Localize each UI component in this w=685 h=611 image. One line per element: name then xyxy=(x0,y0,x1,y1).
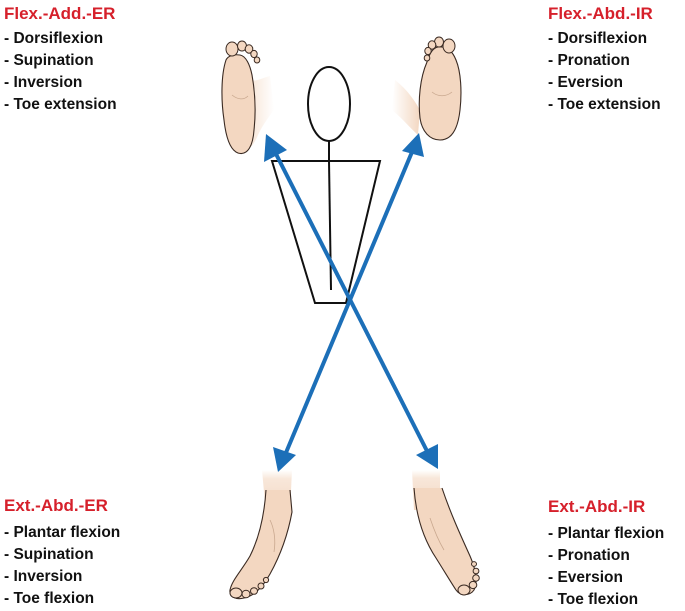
quadrant-top-left: Flex.-Add.-ER Dorsiflexion Supination In… xyxy=(4,4,117,116)
foot-bottom-right-icon xyxy=(412,470,480,596)
quadrant-list: Plantar flexion Pronation Eversion Toe f… xyxy=(548,523,664,611)
quadrant-bottom-left: Ext.-Abd.-ER Plantar flexion Supination … xyxy=(4,496,120,610)
list-item: Toe flexion xyxy=(4,588,120,610)
list-item: Toe extension xyxy=(4,94,116,116)
foot-top-left-icon xyxy=(221,40,274,155)
arrow-head-bottom-left-icon xyxy=(273,447,296,472)
figure-shoulder-triangle xyxy=(270,160,382,304)
quadrant-list: Dorsiflexion Pronation Eversion Toe exte… xyxy=(548,28,661,116)
arrow-head-top-right-icon xyxy=(402,133,424,157)
quadrant-title: Flex.-Add.-ER xyxy=(4,4,116,23)
quadrant-list: Plantar flexion Supination Inversion Toe… xyxy=(4,522,120,610)
list-item: Eversion xyxy=(548,567,664,589)
foot-top-right-icon xyxy=(392,36,462,141)
list-item: Plantar flexion xyxy=(548,523,664,545)
list-item: Supination xyxy=(4,50,117,72)
list-item: Dorsiflexion xyxy=(548,28,661,50)
list-item: Dorsiflexion xyxy=(4,28,117,50)
arrows xyxy=(264,133,438,472)
list-item: Plantar flexion xyxy=(4,522,120,544)
list-item: Supination xyxy=(4,544,120,566)
list-item: Eversion xyxy=(548,72,661,94)
quadrant-list: Dorsiflexion Supination Inversion Toe ex… xyxy=(4,28,117,116)
arrow-head-top-left-icon xyxy=(264,134,287,162)
quadrant-title: Ext.-Abd.-IR xyxy=(548,497,646,516)
quadrant-title: Flex.-Abd.-IR xyxy=(548,4,653,23)
quadrant-bottom-right: Ext.-Abd.-IR Plantar flexion Pronation E… xyxy=(548,497,664,611)
stick-figure-icon xyxy=(270,66,382,304)
figure-spine xyxy=(328,160,332,291)
quadrant-title: Ext.-Abd.-ER xyxy=(4,496,108,515)
list-item: Inversion xyxy=(4,566,120,588)
list-item: Toe flexion xyxy=(548,589,664,611)
list-item: Toe extension xyxy=(548,94,660,116)
list-item: Pronation xyxy=(548,50,661,72)
list-item: Inversion xyxy=(4,72,117,94)
list-item: Pronation xyxy=(548,545,664,567)
arrow-tl-to-br-line xyxy=(273,151,430,454)
arrow-tr-to-bl-line xyxy=(283,151,414,456)
figure-head xyxy=(307,66,351,142)
foot-bottom-left-icon xyxy=(229,470,293,600)
quadrant-top-right: Flex.-Abd.-IR Dorsiflexion Pronation Eve… xyxy=(548,4,661,116)
arrow-head-bottom-right-icon xyxy=(416,444,438,469)
